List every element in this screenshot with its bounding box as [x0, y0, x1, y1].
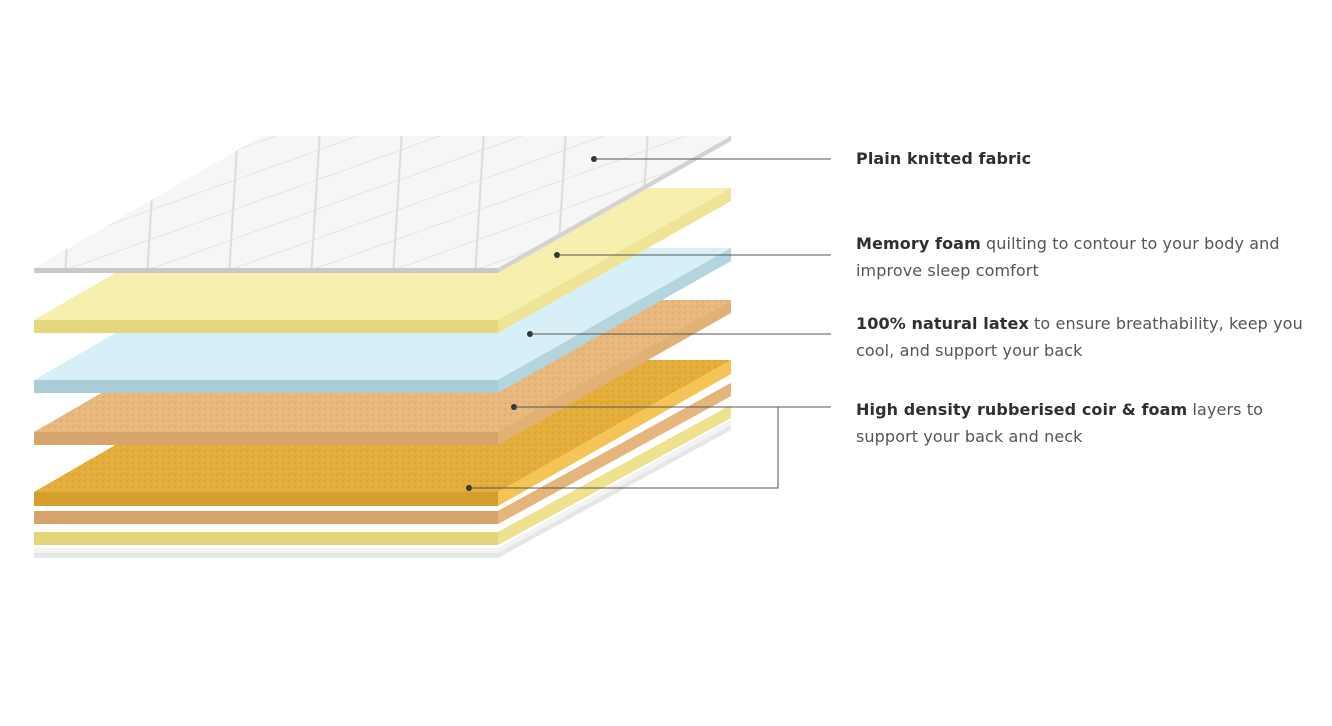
label-knitted-fabric-bold: Plain knitted fabric — [856, 149, 1032, 168]
label-memory-foam: Memory foam quilting to contour to your … — [856, 230, 1326, 284]
leader-fabric — [591, 156, 831, 162]
label-rubberised-coir-bold: High density rubberised coir & foam — [856, 400, 1188, 419]
label-rubberised-coir-rest: layers to support your back and neck — [856, 400, 1264, 446]
base-coir-layer — [34, 383, 731, 524]
base-memory-layer — [34, 405, 731, 545]
leader-latex — [527, 331, 831, 337]
knitted-fabric-layer — [34, 136, 731, 273]
label-knitted-fabric: Plain knitted fabric — [856, 145, 1031, 172]
label-natural-latex-rest: to ensure breathability, keep you cool, … — [856, 314, 1303, 360]
label-rubberised-coir: High density rubberised coir & foam laye… — [856, 396, 1326, 450]
label-natural-latex: 100% natural latex to ensure breathabili… — [856, 310, 1326, 364]
leader-coir — [466, 404, 831, 491]
leader-memory — [554, 252, 831, 258]
label-memory-foam-rest: quilting to contour to your body and imp… — [856, 234, 1280, 280]
label-natural-latex-bold: 100% natural latex — [856, 314, 1029, 333]
label-memory-foam-bold: Memory foam — [856, 234, 981, 253]
base-fabric-layer — [34, 420, 731, 558]
